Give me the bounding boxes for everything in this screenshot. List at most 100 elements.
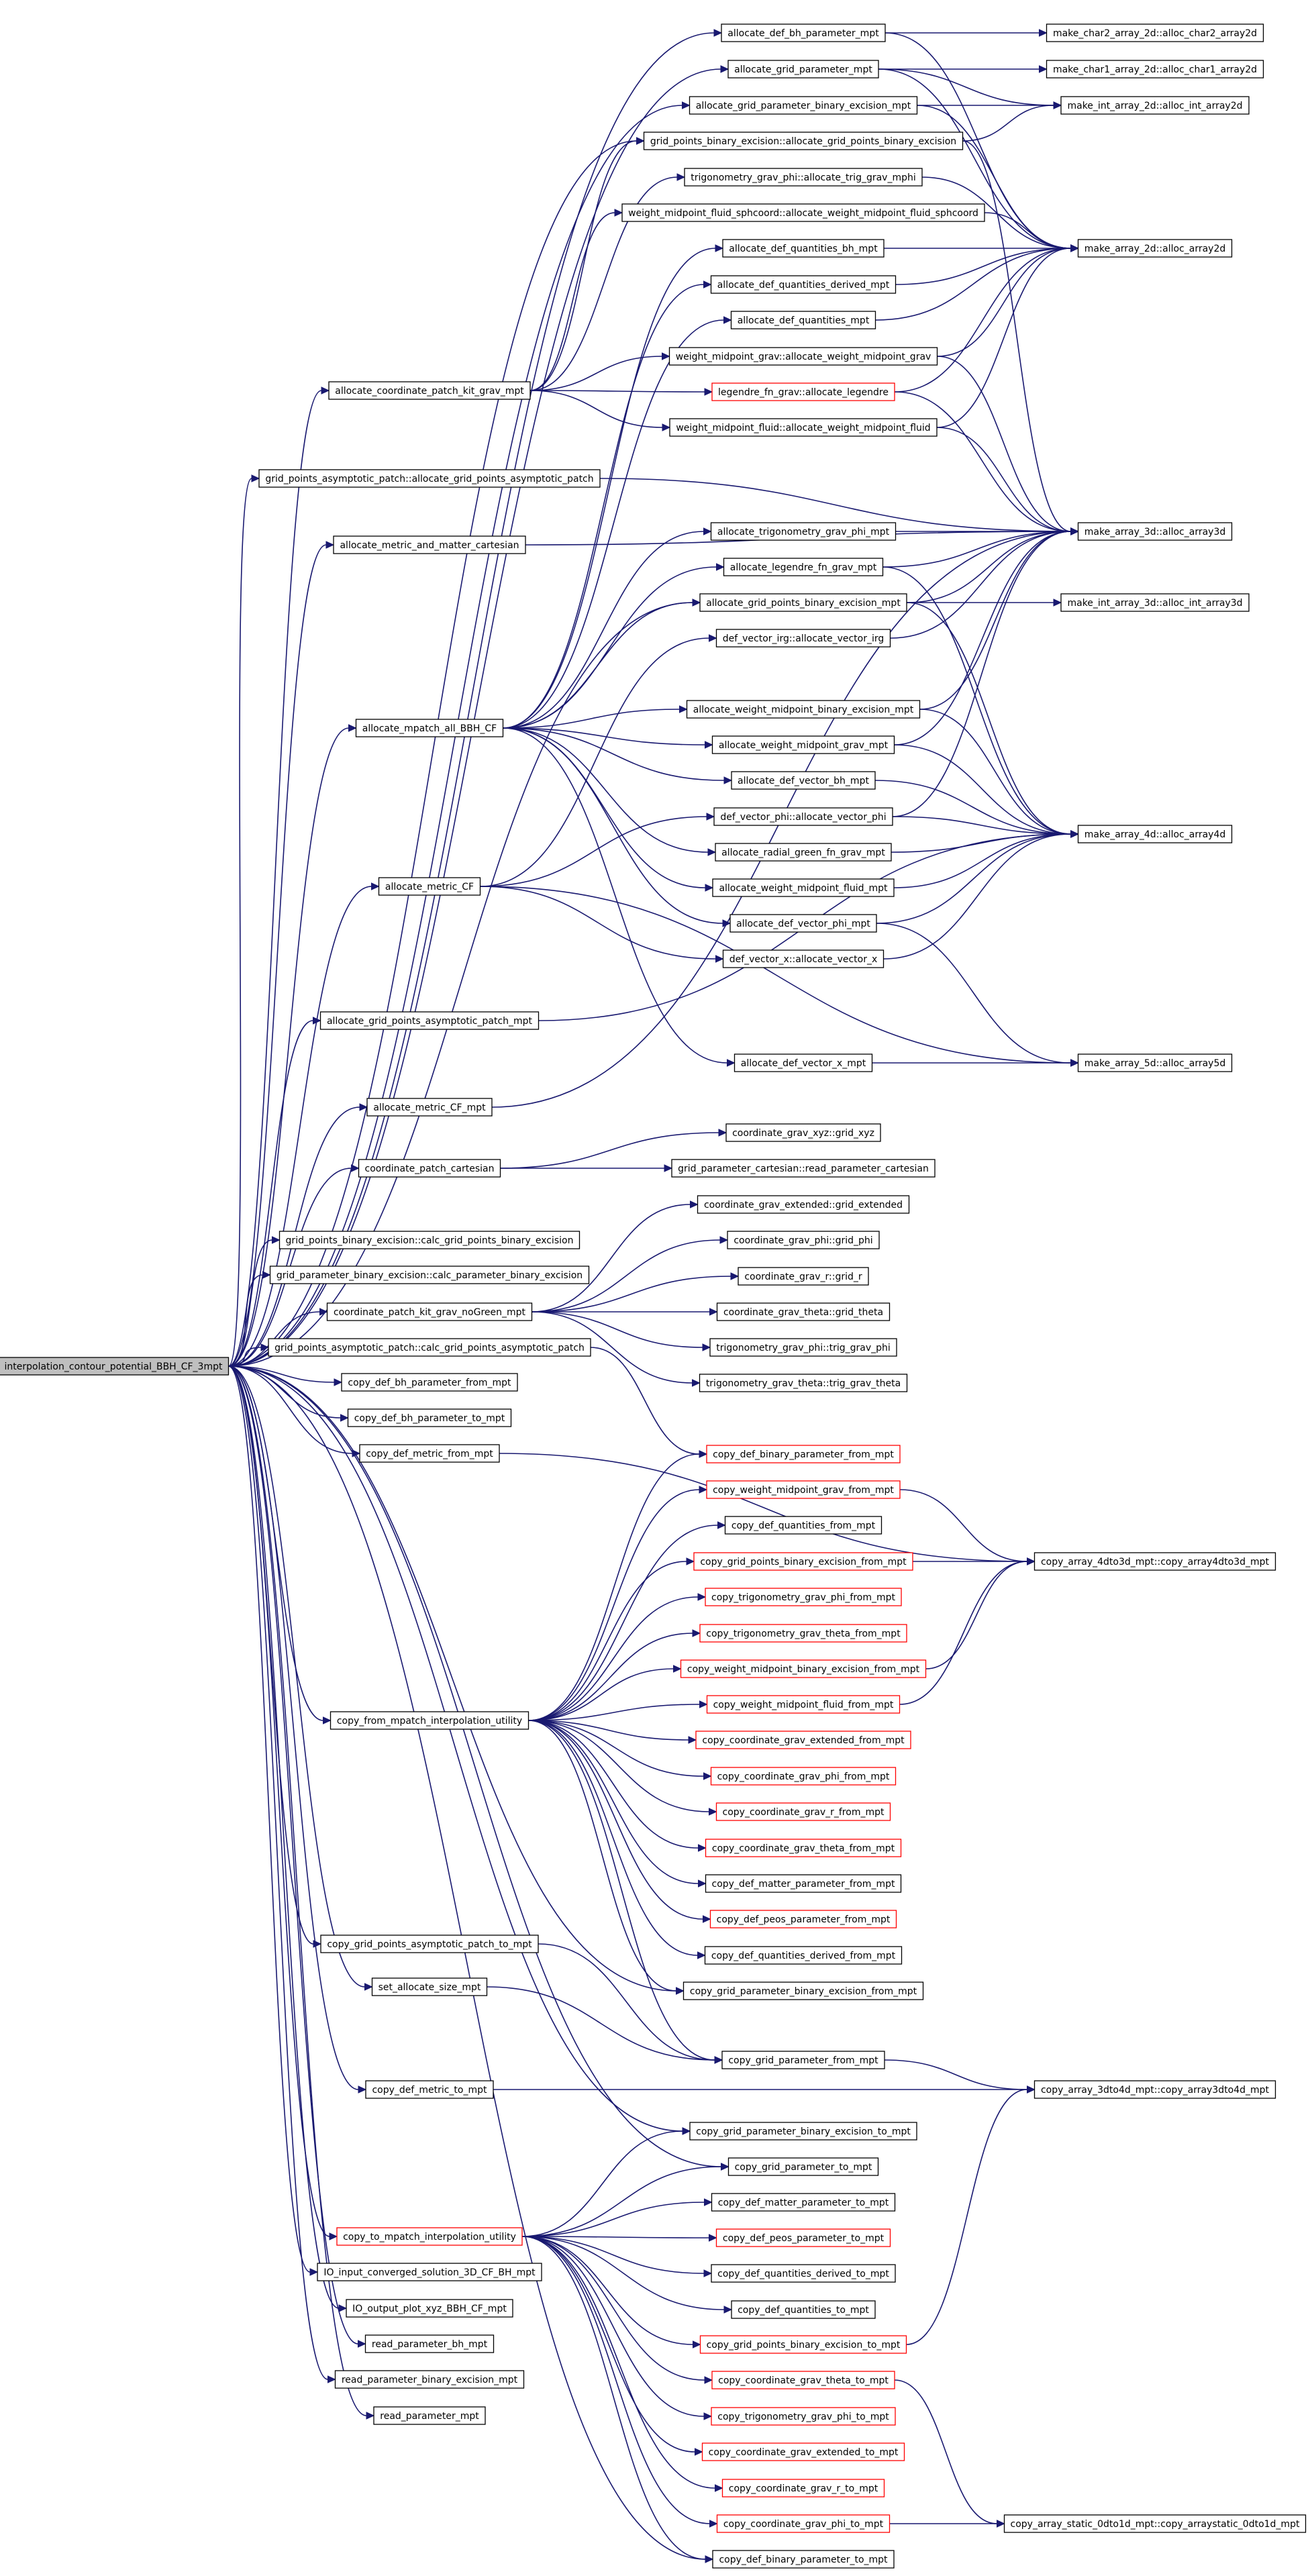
function-node[interactable]: copy_def_metric_to_mpt (365, 2080, 494, 2099)
function-node[interactable]: allocate_coordinate_patch_kit_grav_mpt (328, 381, 531, 400)
function-node[interactable]: allocate_grid_points_binary_excision_mpt (699, 593, 907, 612)
function-node[interactable]: grid_parameter_binary_excision::calc_par… (269, 1266, 590, 1284)
function-node[interactable]: copy_coordinate_grav_extended_to_mpt (701, 2442, 905, 2461)
function-node[interactable]: copy_coordinate_grav_r_from_mpt (715, 1802, 891, 1821)
function-node[interactable]: weight_midpoint_fluid_sphcoord::allocate… (621, 203, 985, 222)
function-node[interactable]: copy_array_4dto3d_mpt::copy_array4dto3d_… (1033, 1552, 1276, 1571)
function-node[interactable]: copy_def_peos_parameter_to_mpt (715, 2228, 891, 2247)
function-node[interactable]: make_int_array_3d::alloc_int_array3d (1060, 593, 1250, 612)
function-node[interactable]: grid_points_binary_excision::allocate_gr… (643, 132, 964, 150)
function-node[interactable]: legendre_fn_grav::allocate_legendre (711, 382, 895, 401)
function-node[interactable]: coordinate_grav_extended::grid_extended (697, 1195, 910, 1214)
function-node[interactable]: coordinate_grav_xyz::grid_xyz (725, 1123, 881, 1142)
function-node[interactable]: allocate_weight_midpoint_binary_excision… (686, 700, 921, 719)
function-node[interactable]: coordinate_patch_cartesian (358, 1159, 501, 1178)
function-node[interactable]: copy_def_bh_parameter_from_mpt (341, 1373, 518, 1392)
function-node[interactable]: copy_weight_midpoint_grav_from_mpt (706, 1480, 901, 1499)
function-node[interactable]: copy_array_static_0dto1d_mpt::copy_array… (1003, 2514, 1307, 2533)
function-node[interactable]: copy_coordinate_grav_phi_from_mpt (710, 1767, 897, 1786)
function-node[interactable]: grid_points_asymptotic_patch::calc_grid_… (268, 1338, 591, 1357)
function-node[interactable]: allocate_metric_and_matter_cartesian (333, 535, 526, 554)
function-node[interactable]: copy_def_quantities_derived_to_mpt (711, 2264, 896, 2283)
function-node[interactable]: allocate_metric_CF (378, 877, 481, 896)
function-node[interactable]: def_vector_irg::allocate_vector_irg (715, 629, 891, 648)
function-node[interactable]: weight_midpoint_fluid::allocate_weight_m… (669, 418, 938, 437)
function-node[interactable]: read_parameter_bh_mpt (364, 2334, 495, 2353)
function-node[interactable]: copy_def_binary_parameter_from_mpt (706, 1445, 901, 1463)
function-node[interactable]: copy_coordinate_grav_phi_to_mpt (716, 2514, 891, 2533)
function-node[interactable]: copy_def_quantities_from_mpt (724, 1516, 882, 1535)
function-node[interactable]: copy_grid_points_binary_excision_to_mpt (699, 2335, 907, 2354)
function-node[interactable]: allocate_def_quantities_bh_mpt (722, 239, 885, 258)
function-node[interactable]: allocate_def_vector_phi_mpt (729, 914, 877, 933)
function-node[interactable]: allocate_grid_points_asymptotic_patch_mp… (319, 1011, 540, 1030)
function-node[interactable]: coordinate_patch_kit_grav_noGreen_mpt (326, 1302, 533, 1321)
function-node[interactable]: allocate_grid_parameter_mpt (727, 60, 879, 79)
function-node[interactable]: weight_midpoint_grav::allocate_weight_mi… (668, 347, 938, 366)
function-node[interactable]: allocate_def_vector_bh_mpt (731, 771, 876, 790)
function-node[interactable]: copy_grid_points_asymptotic_patch_to_mpt (320, 1935, 539, 1953)
function-node[interactable]: copy_grid_points_binary_excision_from_mp… (693, 1552, 913, 1571)
function-node[interactable]: copy_weight_midpoint_fluid_from_mpt (706, 1695, 901, 1714)
function-node[interactable]: allocate_legendre_fn_grav_mpt (723, 558, 884, 576)
function-node[interactable]: copy_def_bh_parameter_to_mpt (347, 1408, 512, 1427)
function-node[interactable]: interpolation_contour_potential_BBH_CF_3… (0, 1357, 230, 1376)
function-node[interactable]: copy_from_mpatch_interpolation_utility (330, 1711, 529, 1730)
function-node[interactable]: copy_def_metric_from_mpt (359, 1444, 500, 1463)
function-node[interactable]: grid_points_binary_excision::calc_grid_p… (279, 1231, 581, 1249)
function-node[interactable]: allocate_grid_parameter_binary_excision_… (689, 96, 918, 115)
function-node[interactable]: make_array_2d::alloc_array2d (1077, 239, 1233, 258)
function-node[interactable]: copy_grid_parameter_binary_excision_from… (683, 1981, 924, 2000)
function-node[interactable]: copy_coordinate_grav_theta_to_mpt (711, 2371, 895, 2389)
function-node[interactable]: def_vector_phi::allocate_vector_phi (713, 807, 893, 826)
function-node[interactable]: make_char1_array_2d::alloc_char1_array2d (1046, 60, 1264, 79)
function-node[interactable]: make_array_4d::alloc_array4d (1077, 825, 1233, 843)
function-node[interactable]: set_allocate_size_mpt (371, 1977, 488, 1996)
function-node[interactable]: make_array_3d::alloc_array3d (1077, 522, 1233, 541)
function-node[interactable]: copy_coordinate_grav_extended_from_mpt (695, 1731, 911, 1749)
function-node[interactable]: trigonometry_grav_phi::allocate_trig_gra… (684, 168, 923, 187)
function-node[interactable]: copy_def_quantities_derived_from_mpt (704, 1946, 903, 1965)
function-node[interactable]: make_array_5d::alloc_array5d (1077, 1053, 1233, 1072)
function-node[interactable]: allocate_mpatch_all_BBH_CF (355, 719, 504, 737)
function-node[interactable]: allocate_weight_midpoint_fluid_mpt (712, 878, 895, 897)
function-node[interactable]: copy_to_mpatch_interpolation_utility (336, 2227, 523, 2246)
function-node[interactable]: copy_def_matter_parameter_to_mpt (711, 2193, 896, 2212)
function-node[interactable]: IO_output_plot_xyz_BBH_CF_mpt (346, 2299, 513, 2318)
function-node[interactable]: allocate_trigonometry_grav_phi_mpt (710, 522, 897, 541)
function-node[interactable]: coordinate_grav_phi::grid_phi (727, 1231, 880, 1249)
function-node[interactable]: coordinate_grav_r::grid_r (738, 1267, 869, 1286)
function-node[interactable]: grid_points_asymptotic_patch::allocate_g… (258, 469, 601, 488)
function-node[interactable]: copy_def_peos_parameter_from_mpt (709, 1910, 897, 1928)
function-node[interactable]: allocate_def_quantities_derived_mpt (710, 275, 897, 294)
function-node[interactable]: grid_parameter_cartesian::read_parameter… (671, 1159, 936, 1178)
function-node[interactable]: copy_grid_parameter_from_mpt (721, 2051, 885, 2069)
function-node[interactable]: allocate_def_quantities_mpt (730, 311, 876, 329)
function-node[interactable]: copy_array_3dto4d_mpt::copy_array3dto4d_… (1033, 2080, 1276, 2099)
function-node[interactable]: copy_coordinate_grav_theta_from_mpt (705, 1839, 902, 1857)
function-node[interactable]: copy_trigonometry_grav_phi_from_mpt (705, 1588, 902, 1606)
function-node[interactable]: copy_def_quantities_to_mpt (731, 2300, 876, 2319)
function-node[interactable]: copy_def_matter_parameter_from_mpt (705, 1874, 902, 1893)
function-node[interactable]: def_vector_x::allocate_vector_x (722, 949, 885, 968)
function-node[interactable]: allocate_weight_midpoint_grav_mpt (711, 735, 895, 754)
function-node[interactable]: coordinate_grav_theta::grid_theta (716, 1302, 891, 1321)
function-node[interactable]: copy_trigonometry_grav_theta_from_mpt (699, 1624, 907, 1643)
function-node[interactable]: IO_input_converged_solution_3D_CF_BH_mpt (317, 2263, 542, 2281)
function-node[interactable]: read_parameter_binary_excision_mpt (334, 2370, 525, 2389)
function-node[interactable]: allocate_def_vector_x_mpt (734, 1053, 873, 1072)
function-node[interactable]: trigonometry_grav_theta::trig_grav_theta (699, 1374, 908, 1392)
function-node[interactable]: copy_grid_parameter_binary_excision_to_m… (689, 2122, 917, 2141)
function-node[interactable]: trigonometry_grav_phi::trig_grav_phi (709, 1338, 897, 1357)
function-node[interactable]: allocate_radial_green_fn_grav_mpt (715, 843, 892, 862)
function-node[interactable]: make_int_array_2d::alloc_int_array2d (1060, 96, 1250, 115)
function-node[interactable]: allocate_metric_CF_mpt (366, 1098, 493, 1117)
function-node[interactable]: copy_trigonometry_grav_phi_to_mpt (711, 2407, 896, 2426)
function-node[interactable]: make_char2_array_2d::alloc_char2_array2d (1046, 23, 1264, 42)
function-node[interactable]: allocate_def_bh_parameter_mpt (721, 23, 886, 42)
function-node[interactable]: copy_weight_midpoint_binary_excision_fro… (680, 1659, 927, 1678)
function-node[interactable]: copy_def_binary_parameter_to_mpt (712, 2550, 895, 2569)
function-node[interactable]: copy_grid_parameter_to_mpt (727, 2157, 879, 2176)
function-node[interactable]: copy_coordinate_grav_r_to_mpt (721, 2479, 885, 2497)
function-node[interactable]: read_parameter_mpt (373, 2406, 486, 2425)
